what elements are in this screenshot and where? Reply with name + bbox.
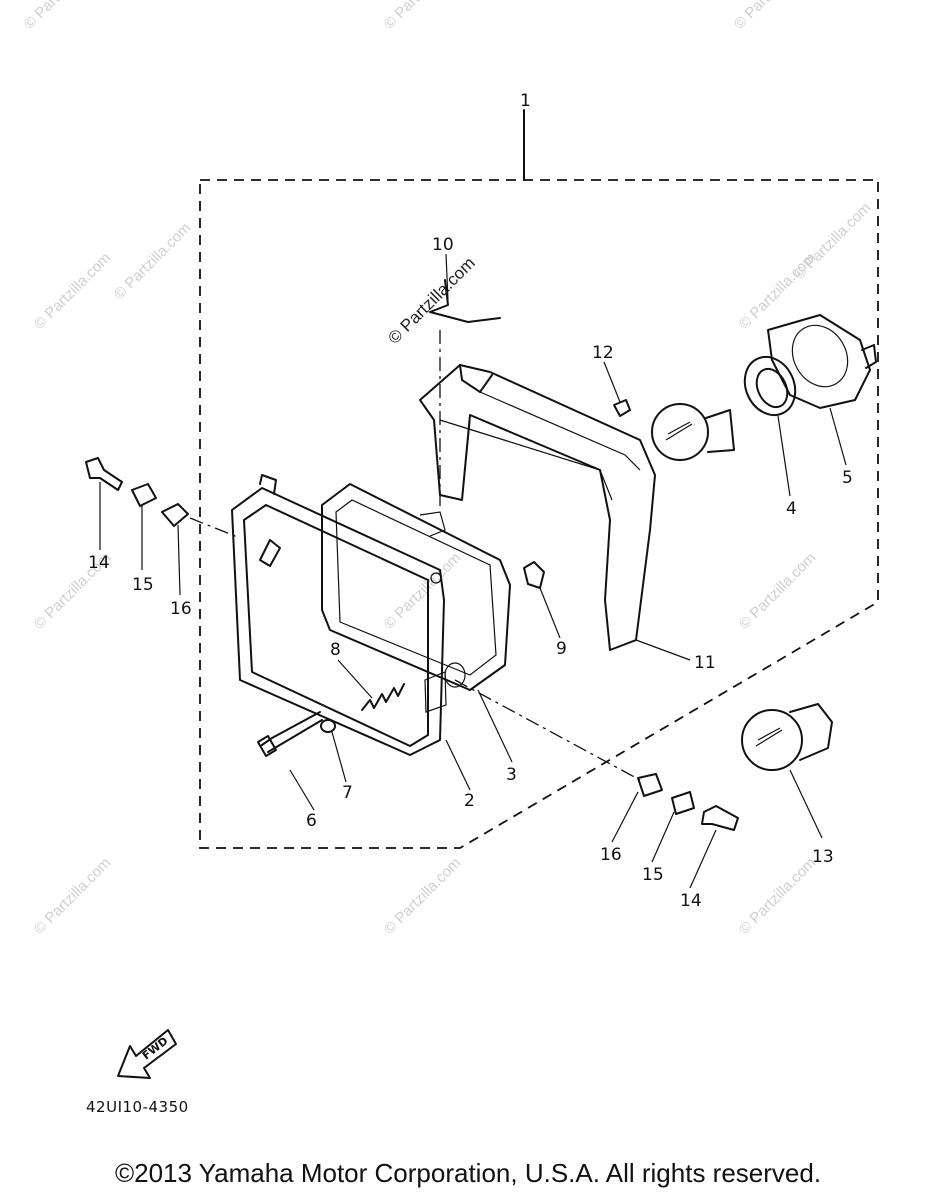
- watermark: © Partzilla.com: [21, 0, 104, 33]
- watermark: © Partzilla.com: [731, 0, 814, 33]
- diagram-code: 42UI10-4350: [86, 1098, 189, 1116]
- nut: [320, 719, 336, 733]
- fwd-label: FWD: [140, 1034, 171, 1062]
- watermark: © Partzilla.com: [736, 549, 819, 632]
- bulb-spring-clip: [429, 279, 501, 323]
- callout-label: 6: [306, 811, 317, 831]
- callout-label: 5: [842, 468, 853, 488]
- assembly-line-right: [454, 679, 641, 781]
- spring: [361, 683, 405, 711]
- watermark: © Partzilla.com: [381, 854, 464, 937]
- socket-cover: [767, 314, 877, 409]
- watermark: © Partzilla.com: [31, 249, 114, 332]
- mounting-bolt: [613, 399, 631, 417]
- left-mount-hardware: [85, 457, 189, 527]
- callout-label: 16: [600, 845, 622, 865]
- fwd-arrow-icon: FWD: [117, 1029, 177, 1079]
- callout-label: 2: [464, 791, 475, 811]
- spare-bulb: [741, 703, 833, 771]
- watermark: © Partzilla.com: [381, 0, 464, 33]
- watermark: © Partzilla.com: [736, 854, 819, 937]
- callout-label: 11: [694, 653, 716, 673]
- assembly-line-left: [189, 517, 241, 539]
- callout-label: 14: [680, 891, 702, 911]
- copyright-notice: ©2013 Yamaha Motor Corporation, U.S.A. A…: [114, 1158, 822, 1188]
- callout-label: 8: [330, 640, 341, 660]
- callout-label: 3: [506, 765, 517, 785]
- adjusting-screw: [257, 711, 323, 757]
- center-watermark: © Partzilla.com: [384, 253, 478, 347]
- callout-label: 9: [556, 639, 567, 659]
- headlight-bulb: [651, 403, 735, 461]
- callout-label: 13: [812, 847, 834, 867]
- watermark-layer: © Partzilla.com © Partzilla.com © Partzi…: [21, 0, 874, 938]
- bulb-socket: [743, 355, 797, 417]
- callout-label: 14: [88, 553, 110, 573]
- callout-label: 4: [786, 499, 797, 519]
- leader-lines: [99, 253, 847, 889]
- watermark: © Partzilla.com: [31, 854, 114, 937]
- lens-unit: [321, 483, 511, 713]
- housing-cover: [419, 364, 656, 651]
- headlight-rim: [231, 474, 445, 756]
- callout-label: 15: [132, 575, 154, 595]
- callout-label: 12: [592, 343, 614, 363]
- callout-label: 16: [170, 599, 192, 619]
- callout-label: 10: [432, 235, 454, 255]
- callout-labels: 1 2 3 4 5 6 7 8 9 10 11 12 13 14 15 16 1…: [88, 91, 853, 911]
- watermark: © Partzilla.com: [791, 199, 874, 282]
- assembly-boundary: [199, 179, 879, 849]
- right-mount-hardware: [637, 773, 739, 831]
- callout-label: 15: [642, 865, 664, 885]
- callout-label: 1: [520, 91, 531, 111]
- callout-label: 7: [342, 783, 353, 803]
- watermark: © Partzilla.com: [111, 219, 194, 302]
- lens-clip: [523, 561, 545, 589]
